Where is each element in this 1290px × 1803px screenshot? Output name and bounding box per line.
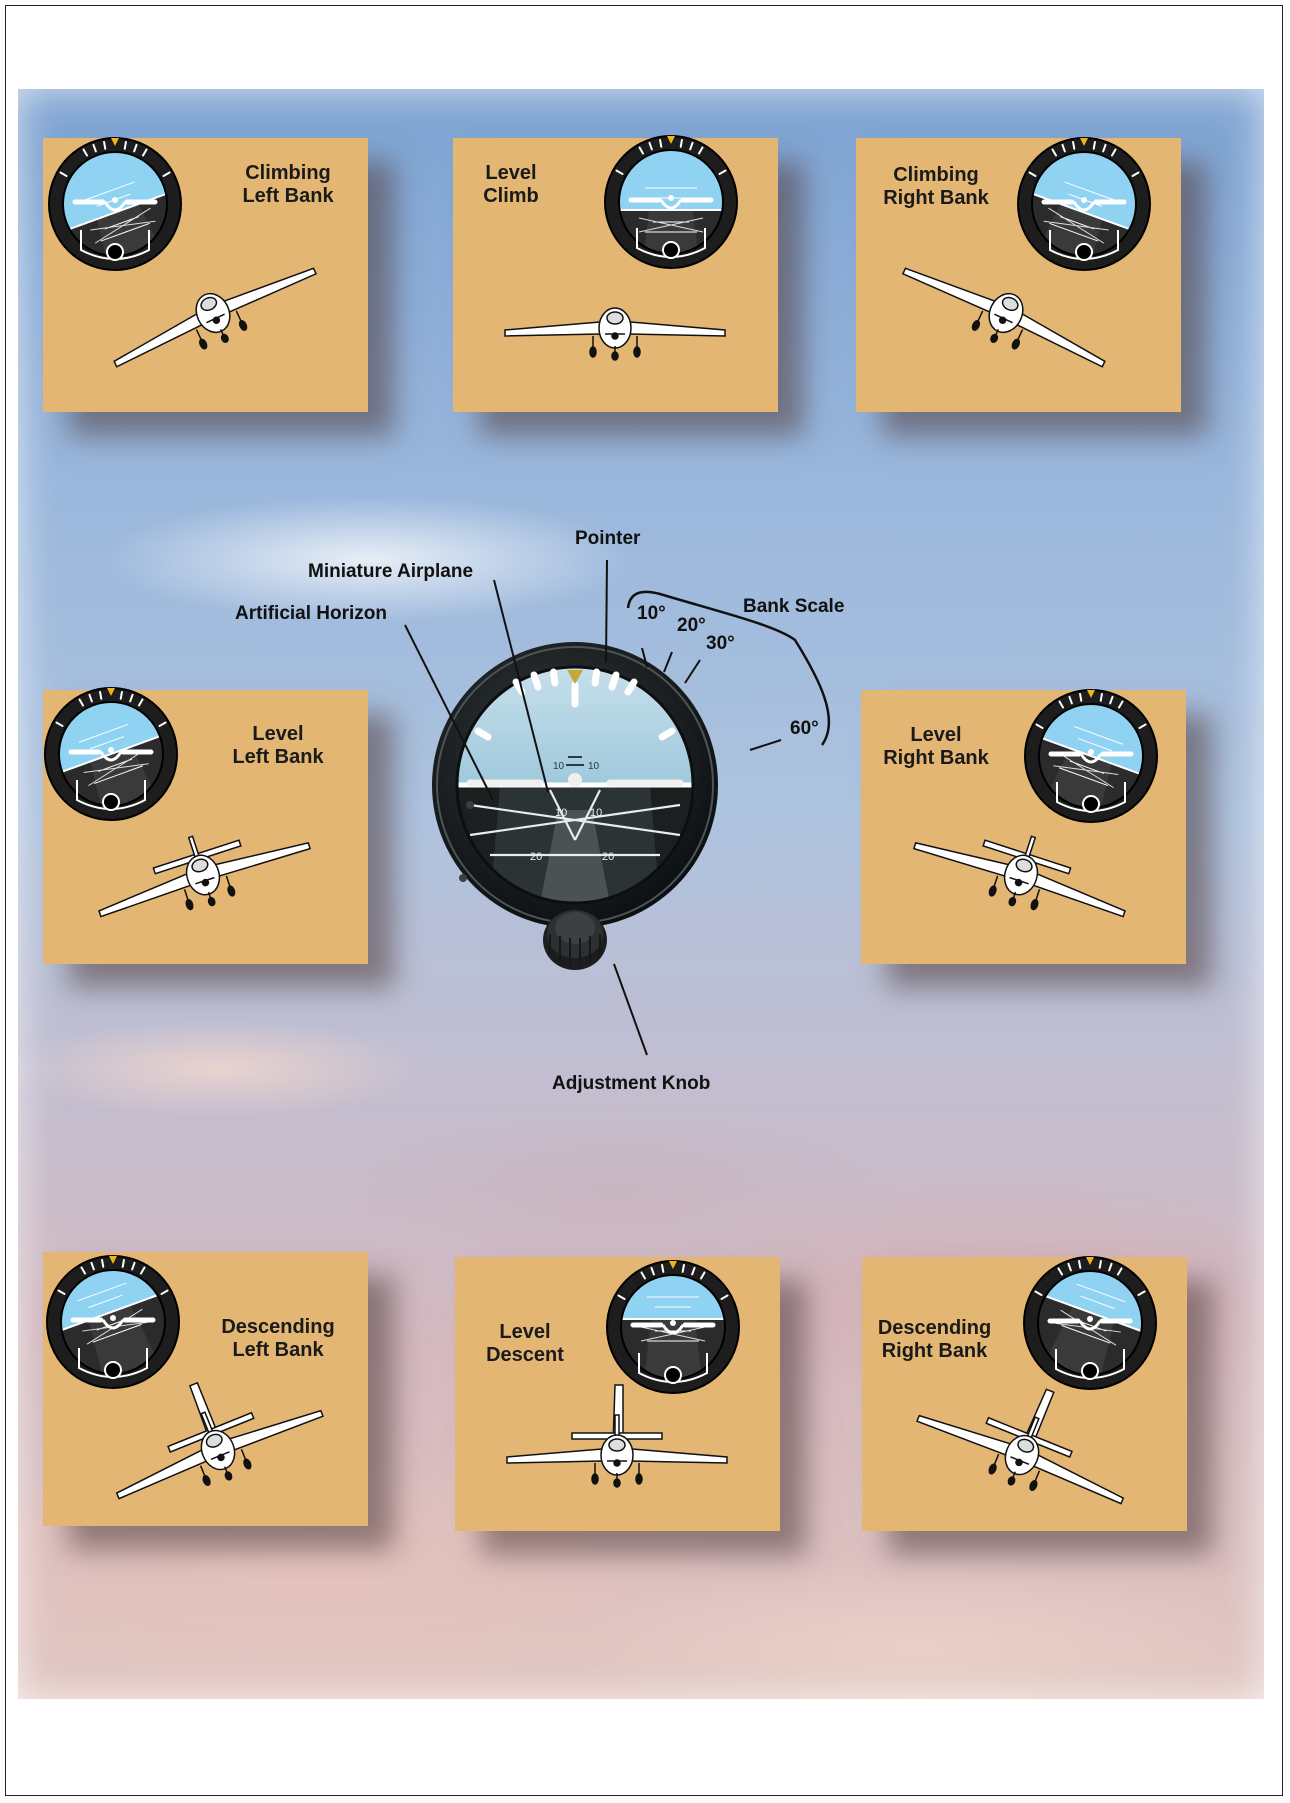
airplane-front-view-icon xyxy=(115,1381,324,1500)
card-climbing-left-bank: Climbing Left Bank xyxy=(43,137,368,412)
attitude-indicator-icon xyxy=(606,1260,740,1394)
card-label-line1: Descending xyxy=(877,1317,992,1339)
card-level-right-bank: Level Right Bank xyxy=(861,689,1186,964)
card-level-climb: Level Climb xyxy=(453,135,778,412)
airplane-front-view-icon xyxy=(912,835,1126,918)
attitude-indicator-icon xyxy=(604,135,738,269)
card-level-descent: Level Descent xyxy=(455,1257,780,1531)
airplane-front-view-icon xyxy=(113,267,318,368)
card-label-line1: Level xyxy=(499,1321,551,1343)
pitch-label: 20 xyxy=(602,851,614,863)
callout-artificial-horizon: Artificial Horizon xyxy=(235,603,388,624)
card-label: Descending Left Bank xyxy=(208,1316,348,1362)
card-label: Level Right Bank xyxy=(871,724,1001,770)
card-label-line1: Descending xyxy=(221,1316,335,1338)
callout-bank-scale: Bank Scale xyxy=(743,596,845,617)
card-descending-right-bank: Descending Right Bank xyxy=(862,1256,1187,1531)
card-label: Climbing Left Bank xyxy=(223,162,353,208)
airplane-front-view-icon xyxy=(506,1384,728,1488)
card-descending-left-bank: Descending Left Bank xyxy=(43,1252,368,1526)
attitude-indicator-icon xyxy=(1023,1256,1157,1390)
attitude-indicator-icon xyxy=(48,137,182,271)
adjustment-knob xyxy=(543,910,607,970)
card-label-line2: Right Bank xyxy=(883,187,989,209)
card-label-line2: Right Bank xyxy=(881,1340,988,1362)
card-label-line2: Left Bank xyxy=(242,185,334,207)
attitude-indicator-icon xyxy=(46,1255,180,1389)
card-label: Climbing Right Bank xyxy=(871,164,1001,210)
pitch-label: 10 xyxy=(588,761,600,772)
bank-scale-tick-10: 10° xyxy=(637,603,666,624)
card-label: Level Climb xyxy=(461,162,561,208)
main-attitude-indicator-icon: 10 10 20 20 10 10 xyxy=(432,642,718,970)
card-label-line2: Left Bank xyxy=(232,1339,324,1361)
pitch-label: 20 xyxy=(530,851,542,863)
card-label-line2: Left Bank xyxy=(232,746,324,768)
bank-scale-ticks xyxy=(474,668,676,741)
callout-pointer: Pointer xyxy=(575,528,641,549)
airplane-front-view-icon xyxy=(98,835,312,918)
bank-scale-tick-60: 60° xyxy=(790,718,819,739)
attitude-indicator-icon xyxy=(1017,137,1151,271)
attitude-indicator-icon xyxy=(1024,689,1158,823)
card-climbing-right-bank: Climbing Right Bank xyxy=(856,137,1181,412)
card-label: Level Descent xyxy=(475,1321,575,1367)
miniature-airplane xyxy=(466,773,684,787)
card-label-line1: Level xyxy=(252,723,304,745)
pitch-label: 10 xyxy=(553,761,565,772)
card-label-line2: Descent xyxy=(486,1344,564,1366)
callout-miniature-airplane: Miniature Airplane xyxy=(308,561,474,582)
bank-scale-tick-30: 30° xyxy=(706,633,735,654)
card-label-line2: Right Bank xyxy=(883,747,989,769)
attitude-indicator-icon xyxy=(44,687,178,821)
card-label-line1: Climbing xyxy=(245,162,331,184)
callout-adjustment-knob: Adjustment Knob xyxy=(552,1073,711,1094)
card-label-line1: Level xyxy=(485,162,537,184)
card-level-left-bank: Level Left Bank xyxy=(43,687,368,964)
bank-scale-tick-20: 20° xyxy=(677,615,706,636)
airplane-front-view-icon xyxy=(901,267,1106,368)
card-label-line2: Climb xyxy=(483,185,539,207)
card-label: Descending Right Bank xyxy=(862,1317,1007,1363)
airplane-front-view-icon xyxy=(916,1388,1125,1505)
pitch-label: 10 xyxy=(590,807,602,819)
card-label-line1: Level xyxy=(910,724,962,746)
card-label-line1: Climbing xyxy=(893,164,979,186)
card-label: Level Left Bank xyxy=(228,723,328,769)
airplane-front-view-icon xyxy=(504,307,726,361)
pitch-label: 10 xyxy=(555,807,567,819)
